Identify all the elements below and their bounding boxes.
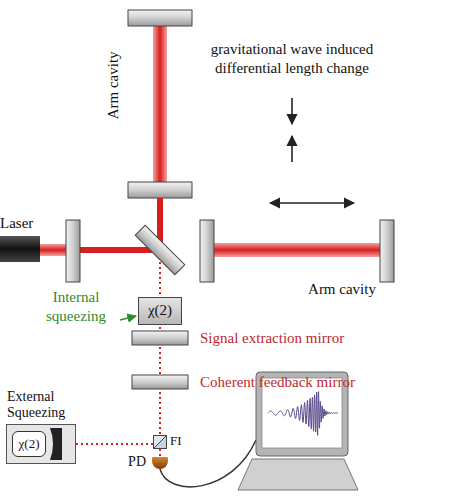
beam-path — [159, 449, 161, 457]
faraday-isolator: FI — [153, 435, 167, 449]
arm-beam — [153, 26, 167, 182]
node-label: χ(2) — [148, 302, 172, 319]
beam-path — [76, 443, 153, 445]
beam — [40, 244, 66, 256]
output-beam — [159, 262, 161, 435]
annotation: gravitational wave induced differential … — [203, 40, 381, 78]
part-name: Laser — [0, 215, 33, 232]
part-name: FI — [170, 434, 182, 449]
arm-beam — [214, 243, 380, 257]
internal-squeezing-label: Internal squeezing — [34, 288, 118, 326]
squeezer-housing — [6, 424, 76, 464]
power-recycling-mirror — [66, 220, 80, 282]
motion-arrow — [270, 202, 354, 204]
motion-arrow — [291, 98, 293, 124]
input-mirror — [128, 182, 192, 198]
nonlinear-crystal: χ(2) — [12, 431, 46, 457]
mirror-label: Coherent feedback mirror — [200, 373, 430, 392]
input-mirror — [200, 220, 214, 282]
laser: Laser — [0, 236, 40, 262]
beam — [157, 198, 163, 244]
part-name: External Squeezing — [7, 389, 79, 421]
gw-signal-trace — [268, 392, 338, 436]
keyboard-base — [238, 459, 358, 490]
motion-arrow — [291, 136, 293, 162]
node-label: χ(2) — [19, 437, 40, 452]
photodetector: PD — [152, 457, 168, 469]
mirror-label: Signal extraction mirror — [200, 329, 430, 348]
arm-cavity-label: Arm cavity — [104, 30, 123, 140]
external-squeezer: External Squeezingχ(2) — [6, 424, 76, 464]
arm-cavity-label: Arm cavity — [280, 280, 404, 299]
internal-squeezer: χ(2) — [138, 297, 182, 325]
pointer-arrow — [120, 316, 136, 320]
squeezer-mirror — [50, 428, 62, 460]
coherent-feedback-mirror — [132, 375, 188, 389]
end-mirror — [380, 220, 394, 282]
part-name: PD — [128, 454, 146, 470]
beam-splitter — [135, 225, 184, 274]
signal-extraction-mirror — [132, 331, 188, 345]
end-mirror — [128, 10, 192, 26]
